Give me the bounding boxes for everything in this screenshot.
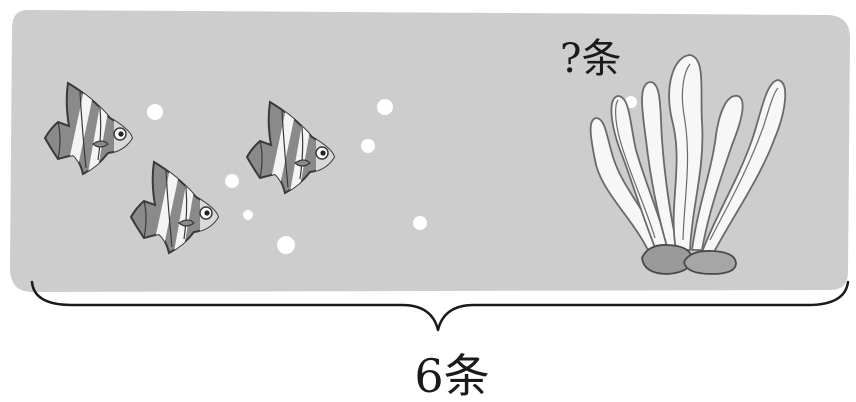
bubbles [147,96,637,254]
bubble-icon [225,174,239,188]
seaweed-icon [589,54,787,253]
bubble-icon [413,216,427,230]
rocks [641,244,737,275]
rock-icon [683,250,737,275]
bubble-icon [377,99,393,115]
bubble-icon [277,236,295,254]
bubble-icon [361,139,375,153]
bubble-icon [243,210,253,220]
bubble-icon [625,96,637,108]
bubble-icon [147,104,163,120]
curly-brace-icon [30,280,850,332]
total-count-label: 6条 [414,349,489,402]
unknown-count-label: ?条 [560,36,621,82]
